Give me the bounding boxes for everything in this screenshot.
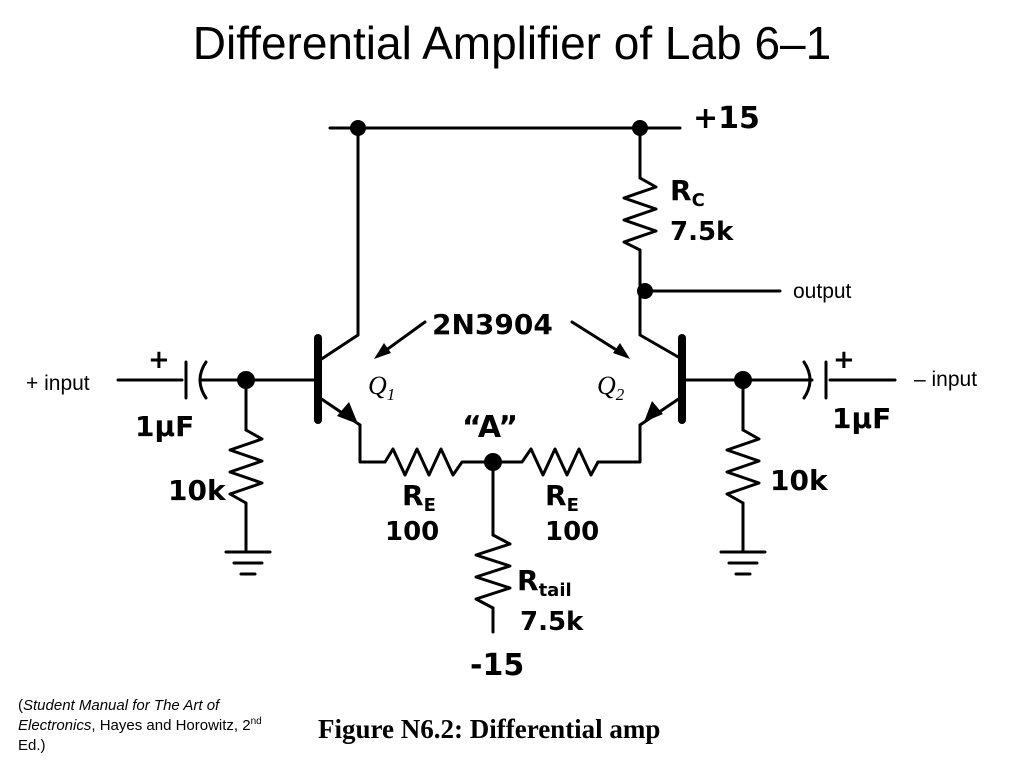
- re-right-value: 100: [545, 517, 599, 547]
- q1-emitter-arrowhead: [337, 402, 358, 424]
- node-a-label: “A”: [462, 410, 518, 445]
- rtail-name: Rtail: [517, 564, 572, 601]
- re-left-resistor: [383, 447, 495, 477]
- re-right-resistor: [491, 423, 642, 477]
- right-cap-value: 1μF: [832, 402, 891, 435]
- q1-label: Q1: [368, 371, 395, 404]
- q1-collector-lead: [318, 333, 360, 362]
- rtail-value: 7.5k: [520, 607, 584, 637]
- junction-node-a: [484, 453, 502, 471]
- source-credit: (Student Manual for The Art of Electroni…: [18, 697, 262, 754]
- rc-value: 7.5k: [670, 217, 734, 247]
- rc-resistor: [622, 176, 658, 252]
- left-bias-value: 10k: [168, 474, 227, 507]
- junction-left-base: [237, 371, 255, 389]
- plus-input-label: + input: [26, 372, 90, 395]
- slide-title: Differential Amplifier of Lab 6–1: [192, 17, 832, 69]
- supply-positive-label: +15: [693, 101, 760, 136]
- figure-caption: Figure N6.2: Differential amp: [318, 714, 661, 744]
- q2-emitter-arrowhead: [644, 401, 663, 422]
- supply-negative-label: -15: [470, 648, 524, 683]
- re-left-name: RE: [402, 479, 436, 516]
- q2-label: Q2: [597, 371, 625, 404]
- re-left-value: 100: [385, 517, 439, 547]
- part-arrowhead-right: [613, 343, 630, 359]
- output-label: output: [793, 280, 852, 303]
- junction-rail-right: [632, 120, 648, 136]
- re-right-name: RE: [545, 479, 579, 516]
- part-arrowhead-left: [374, 343, 391, 359]
- left-bias-resistor: [228, 428, 264, 505]
- right-cap-plus: +: [833, 345, 855, 375]
- left-ground: [224, 550, 272, 576]
- junction-output: [637, 283, 653, 299]
- left-cap-value: 1μF: [135, 410, 194, 443]
- rtail-resistor: [474, 533, 512, 610]
- transistor-part-label: 2N3904: [432, 308, 553, 341]
- q2-collector-wire: [638, 289, 682, 360]
- junction-rail-left: [350, 120, 366, 136]
- junction-right-base: [734, 371, 752, 389]
- left-cap-plus: +: [148, 345, 170, 375]
- right-ground: [719, 550, 767, 576]
- q1-emitter-wire: [358, 423, 387, 464]
- right-bias-value: 10k: [770, 464, 829, 497]
- right-bias-resistor: [725, 428, 761, 505]
- minus-input-label: – input: [914, 368, 977, 391]
- credit-book-title: Student Manual for The Art of Electronic…: [18, 697, 220, 734]
- rc-name: RC: [670, 174, 705, 211]
